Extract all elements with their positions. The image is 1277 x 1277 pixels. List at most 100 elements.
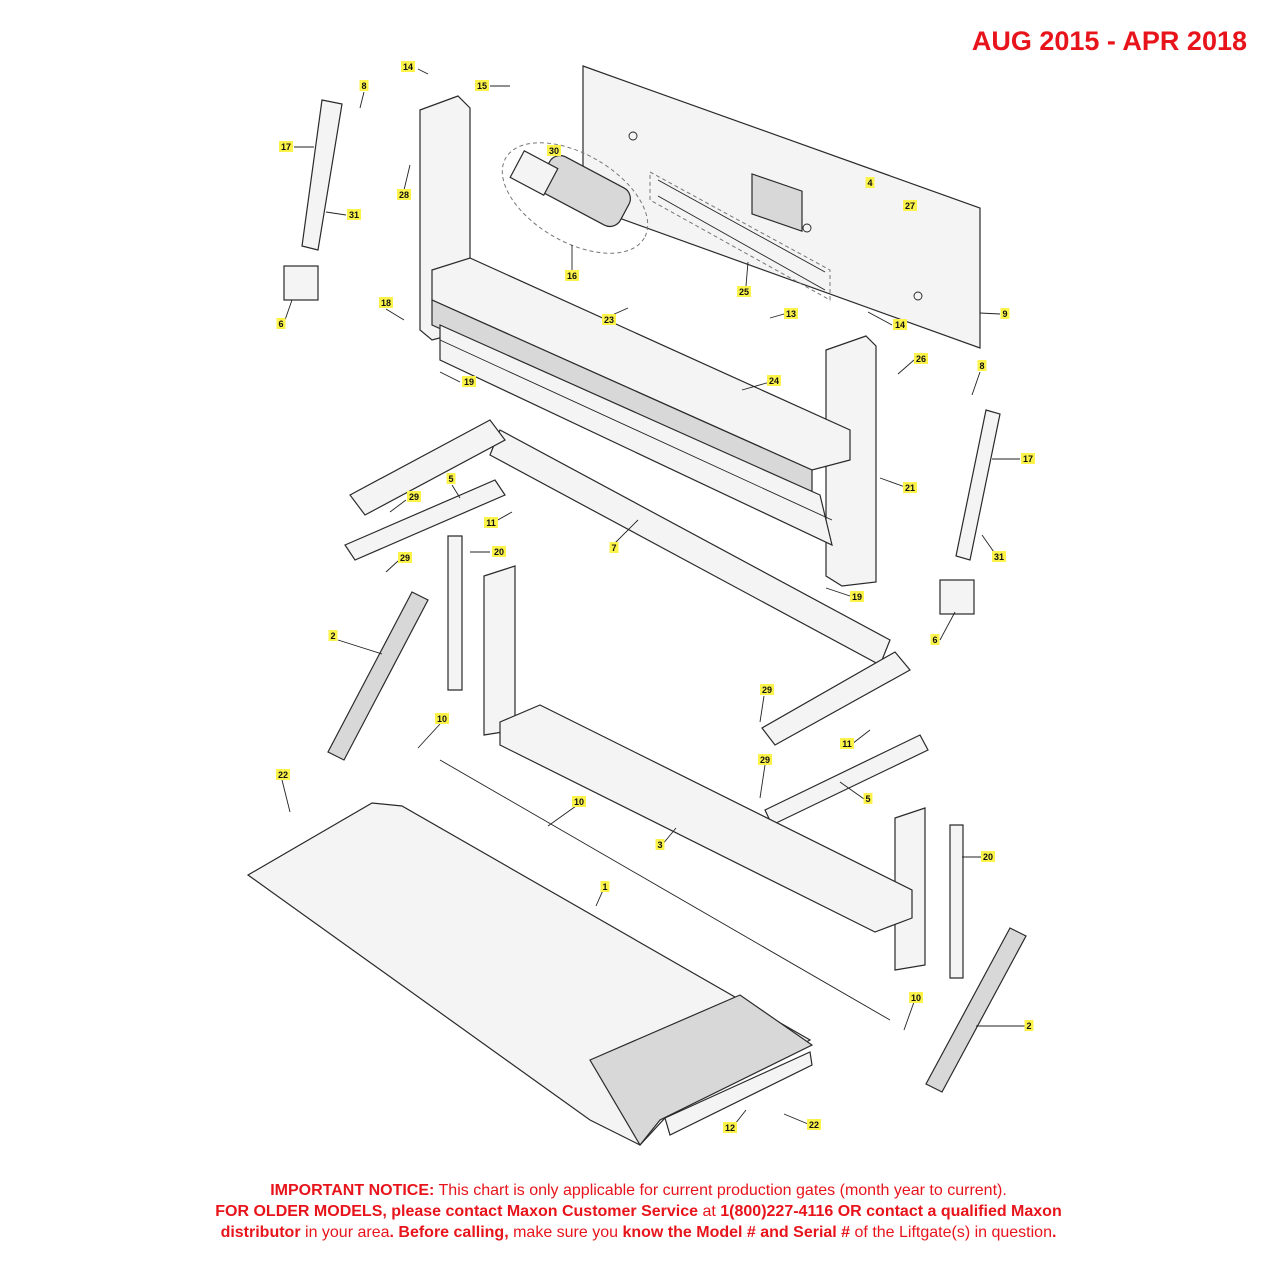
date-range-title: AUG 2015 - APR 2018 [971,26,1247,56]
callout-c17a: 17 [279,141,293,152]
callout-c10b: 10 [572,796,586,807]
callout-bg [276,769,290,780]
callout-bg [865,177,875,188]
part-1-platform [246,802,814,1147]
callout-bg [484,517,498,528]
callout-bg [401,61,415,72]
callout-number: 26 [916,354,926,364]
callout-number: 15 [477,81,487,91]
callout-bg [723,1122,737,1133]
callout-c19a: 19 [462,376,476,387]
callout-c23: 23 [602,314,616,325]
callout-bg [359,80,369,91]
callout-bg [276,318,286,329]
callout-number: 18 [381,298,391,308]
callout-c22a: 22 [276,769,290,780]
callout-bg [547,145,561,156]
callout-c26: 26 [914,353,928,364]
callout-c18: 18 [379,297,393,308]
callout-number: 31 [994,552,1004,562]
callout-c28: 28 [397,189,411,200]
callout-c6b: 6 [930,634,940,645]
callout-bg [863,793,873,804]
callout-number: 2 [1026,1021,1031,1031]
callout-number: 29 [760,755,770,765]
callout-c7: 7 [609,542,619,553]
callout-bg [758,754,772,765]
callout-number: 8 [979,361,984,371]
callout-bg [909,992,923,1003]
callout-c29d: 29 [758,754,772,765]
callout-c20b: 20 [981,851,995,862]
callout-c19b: 19 [850,591,864,602]
callout-number: 10 [574,797,584,807]
callout-c5b: 5 [863,793,873,804]
callout-c29c: 29 [760,684,774,695]
callout-c11a: 11 [484,517,498,528]
important-notice: IMPORTANT NOTICE: This chart is only app… [0,1180,1277,1243]
callout-bg [807,1119,821,1130]
callout-number: 5 [865,794,870,804]
callout-c11b: 11 [840,738,854,749]
callout-number: 29 [762,685,772,695]
part-9-top-plate [582,65,981,349]
callout-number: 9 [1002,309,1007,319]
callout-c4: 4 [865,177,875,188]
callout-number: 4 [867,178,872,188]
part-25-rods [649,171,831,301]
callout-number: 29 [400,553,410,563]
part-16-pump-assembly [501,142,649,254]
callout-number: 1 [602,882,607,892]
callout-number: 24 [769,376,779,386]
callout-bg [1024,1020,1034,1031]
part-6-brackets [283,265,975,615]
callout-number: 19 [464,377,474,387]
callout-number: 27 [905,201,915,211]
callout-c5a: 5 [446,473,456,484]
callout-bg [903,482,917,493]
callout-c30: 30 [547,145,561,156]
callout-number: 7 [611,543,616,553]
callout-bg [992,551,1006,562]
callout-number: 23 [604,315,614,325]
callout-number: 29 [409,492,419,502]
callout-bg [840,738,854,749]
callout-number: 10 [911,993,921,1003]
callout-number: 20 [494,547,504,557]
callout-bg [893,319,907,330]
callout-c29a: 29 [407,491,421,502]
callout-bg [475,80,489,91]
callout-c31b: 31 [992,551,1006,562]
callout-bg [328,630,338,641]
callout-bg [914,353,928,364]
callout-bg [609,542,619,553]
callout-c8b: 8 [977,360,987,371]
callout-bg [600,881,610,892]
callout-c14b: 14 [893,319,907,330]
callout-number: 5 [448,474,453,484]
callout-bg [981,851,995,862]
callout-bg [850,591,864,602]
callout-c3: 3 [655,839,665,850]
callout-c29b: 29 [398,552,412,563]
callout-c2a: 2 [328,630,338,641]
callout-bg [572,796,586,807]
callout-c1: 1 [600,881,610,892]
callout-number: 30 [549,146,559,156]
callout-bg [462,376,476,387]
part-upper-arm-right [761,651,929,826]
callout-bg [398,552,412,563]
callout-number: 6 [278,319,283,329]
callout-number: 2 [330,631,335,641]
callout-bg [446,473,456,484]
callout-bg [903,200,917,211]
callout-bg [767,375,781,386]
callout-number: 28 [399,190,409,200]
callout-number: 17 [1023,454,1033,464]
part-3-lower-beam [439,704,913,1021]
callout-bg [760,684,774,695]
callout-c20a: 20 [492,546,506,557]
callout-bg [397,189,411,200]
callout-number: 8 [361,81,366,91]
callout-bg [565,270,579,281]
